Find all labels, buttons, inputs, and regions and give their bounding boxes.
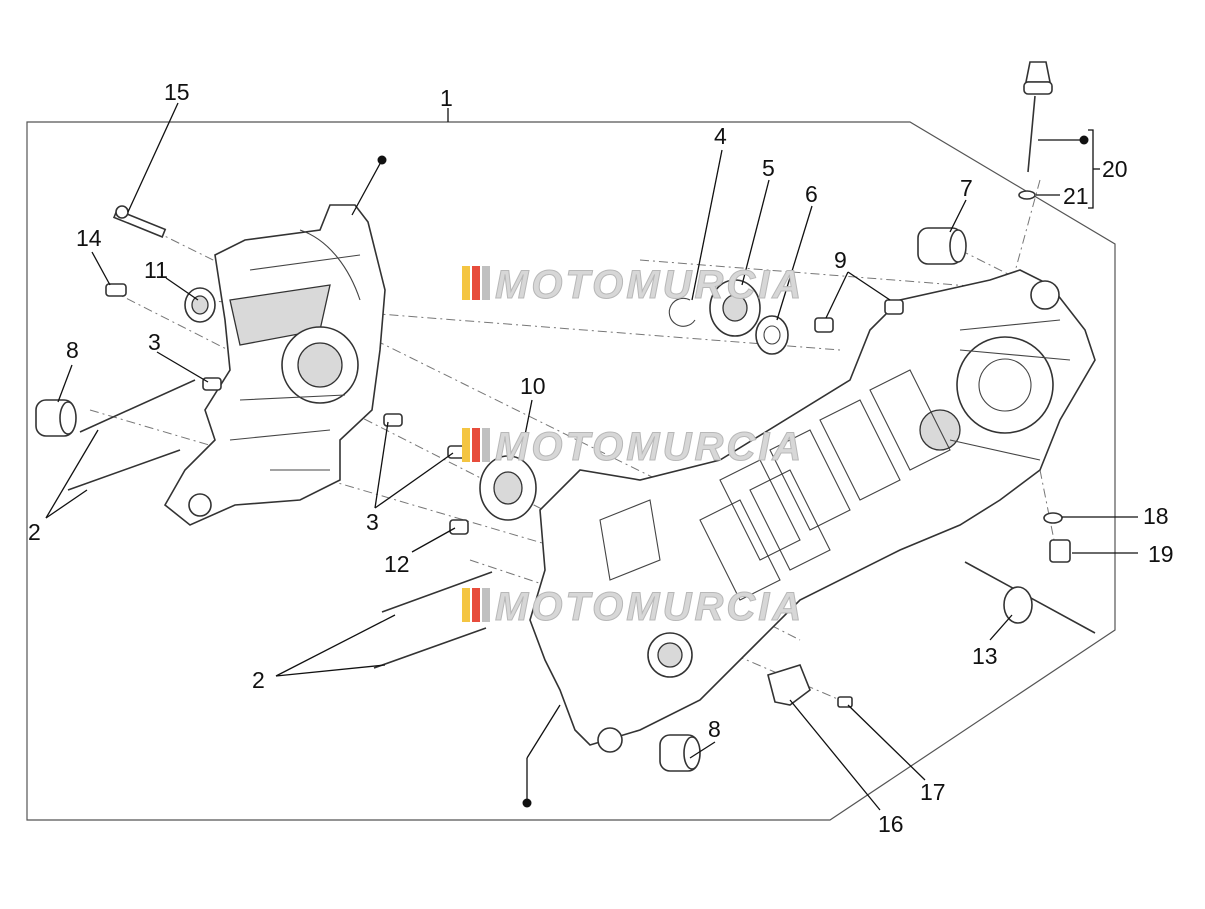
dowel-9a xyxy=(814,317,834,333)
callout-3-top: 3 xyxy=(148,329,161,355)
callout-13: 13 xyxy=(972,643,998,669)
callout-7: 7 xyxy=(960,175,973,201)
callout-labels: 1 2 2 3 3 4 5 6 7 8 8 9 10 11 12 13 14 1… xyxy=(28,79,1174,837)
dowel-3a xyxy=(202,377,222,391)
right-crankcase-half xyxy=(529,269,1096,753)
dowel-12 xyxy=(449,519,469,535)
reference-dot-bottom xyxy=(522,798,532,808)
small-parts xyxy=(35,61,1096,772)
callout-3-bottom: 3 xyxy=(366,509,379,535)
plug-19 xyxy=(1049,539,1071,563)
watermark-text-2: MOTOMURCIA xyxy=(495,425,804,469)
callout-18: 18 xyxy=(1143,503,1169,529)
callout-20: 20 xyxy=(1102,156,1128,182)
stud-2a xyxy=(79,379,196,433)
pin-14 xyxy=(105,283,127,297)
callout-14: 14 xyxy=(76,225,102,251)
callout-12: 12 xyxy=(384,551,410,577)
callout-9: 9 xyxy=(834,247,847,273)
reference-dot-top xyxy=(377,155,387,165)
watermark-1: MOTOMURCIA xyxy=(462,263,804,308)
stud-2c xyxy=(381,571,493,613)
stud-2b xyxy=(67,449,181,491)
dowel-9b xyxy=(884,299,904,315)
shaft-13 xyxy=(964,561,1096,634)
callout-2-left: 2 xyxy=(28,519,41,545)
reference-dot-dipstick xyxy=(1079,135,1089,145)
callout-17: 17 xyxy=(920,779,946,805)
callout-19: 19 xyxy=(1148,541,1174,567)
washer-18 xyxy=(1043,512,1063,524)
callout-16: 16 xyxy=(878,811,904,837)
plate-16 xyxy=(767,664,811,706)
dowel-3b xyxy=(383,413,403,427)
callout-8-bottom: 8 xyxy=(708,716,721,742)
dipstick-20 xyxy=(1023,61,1053,173)
assembly-frame xyxy=(26,121,1116,821)
watermark-2: MOTOMURCIA xyxy=(462,425,804,470)
stud-2d xyxy=(373,627,487,669)
callout-15: 15 xyxy=(164,79,190,105)
leader-lines xyxy=(45,102,1138,811)
callout-10: 10 xyxy=(520,373,546,399)
callout-11: 11 xyxy=(144,257,168,283)
circlip-4 xyxy=(668,297,696,327)
watermark-text-1: MOTOMURCIA xyxy=(495,263,804,307)
watermark-3: MOTOMURCIA xyxy=(462,585,804,630)
callout-6: 6 xyxy=(805,181,818,207)
seal-6 xyxy=(755,315,789,355)
callout-4: 4 xyxy=(714,123,727,149)
callout-1: 1 xyxy=(440,85,453,111)
callout-8-left: 8 xyxy=(66,337,79,363)
callout-2-bottom: 2 xyxy=(252,667,265,693)
callout-5: 5 xyxy=(762,155,775,181)
o-ring-21 xyxy=(1018,190,1036,200)
watermark-group: MOTOMURCIA MOTOMURCIA MOTOMURCIA xyxy=(462,263,804,630)
screw-17 xyxy=(837,696,853,708)
callout-21: 21 xyxy=(1063,183,1089,209)
watermark-text-3: MOTOMURCIA xyxy=(495,585,804,629)
left-crankcase-half xyxy=(163,204,386,526)
